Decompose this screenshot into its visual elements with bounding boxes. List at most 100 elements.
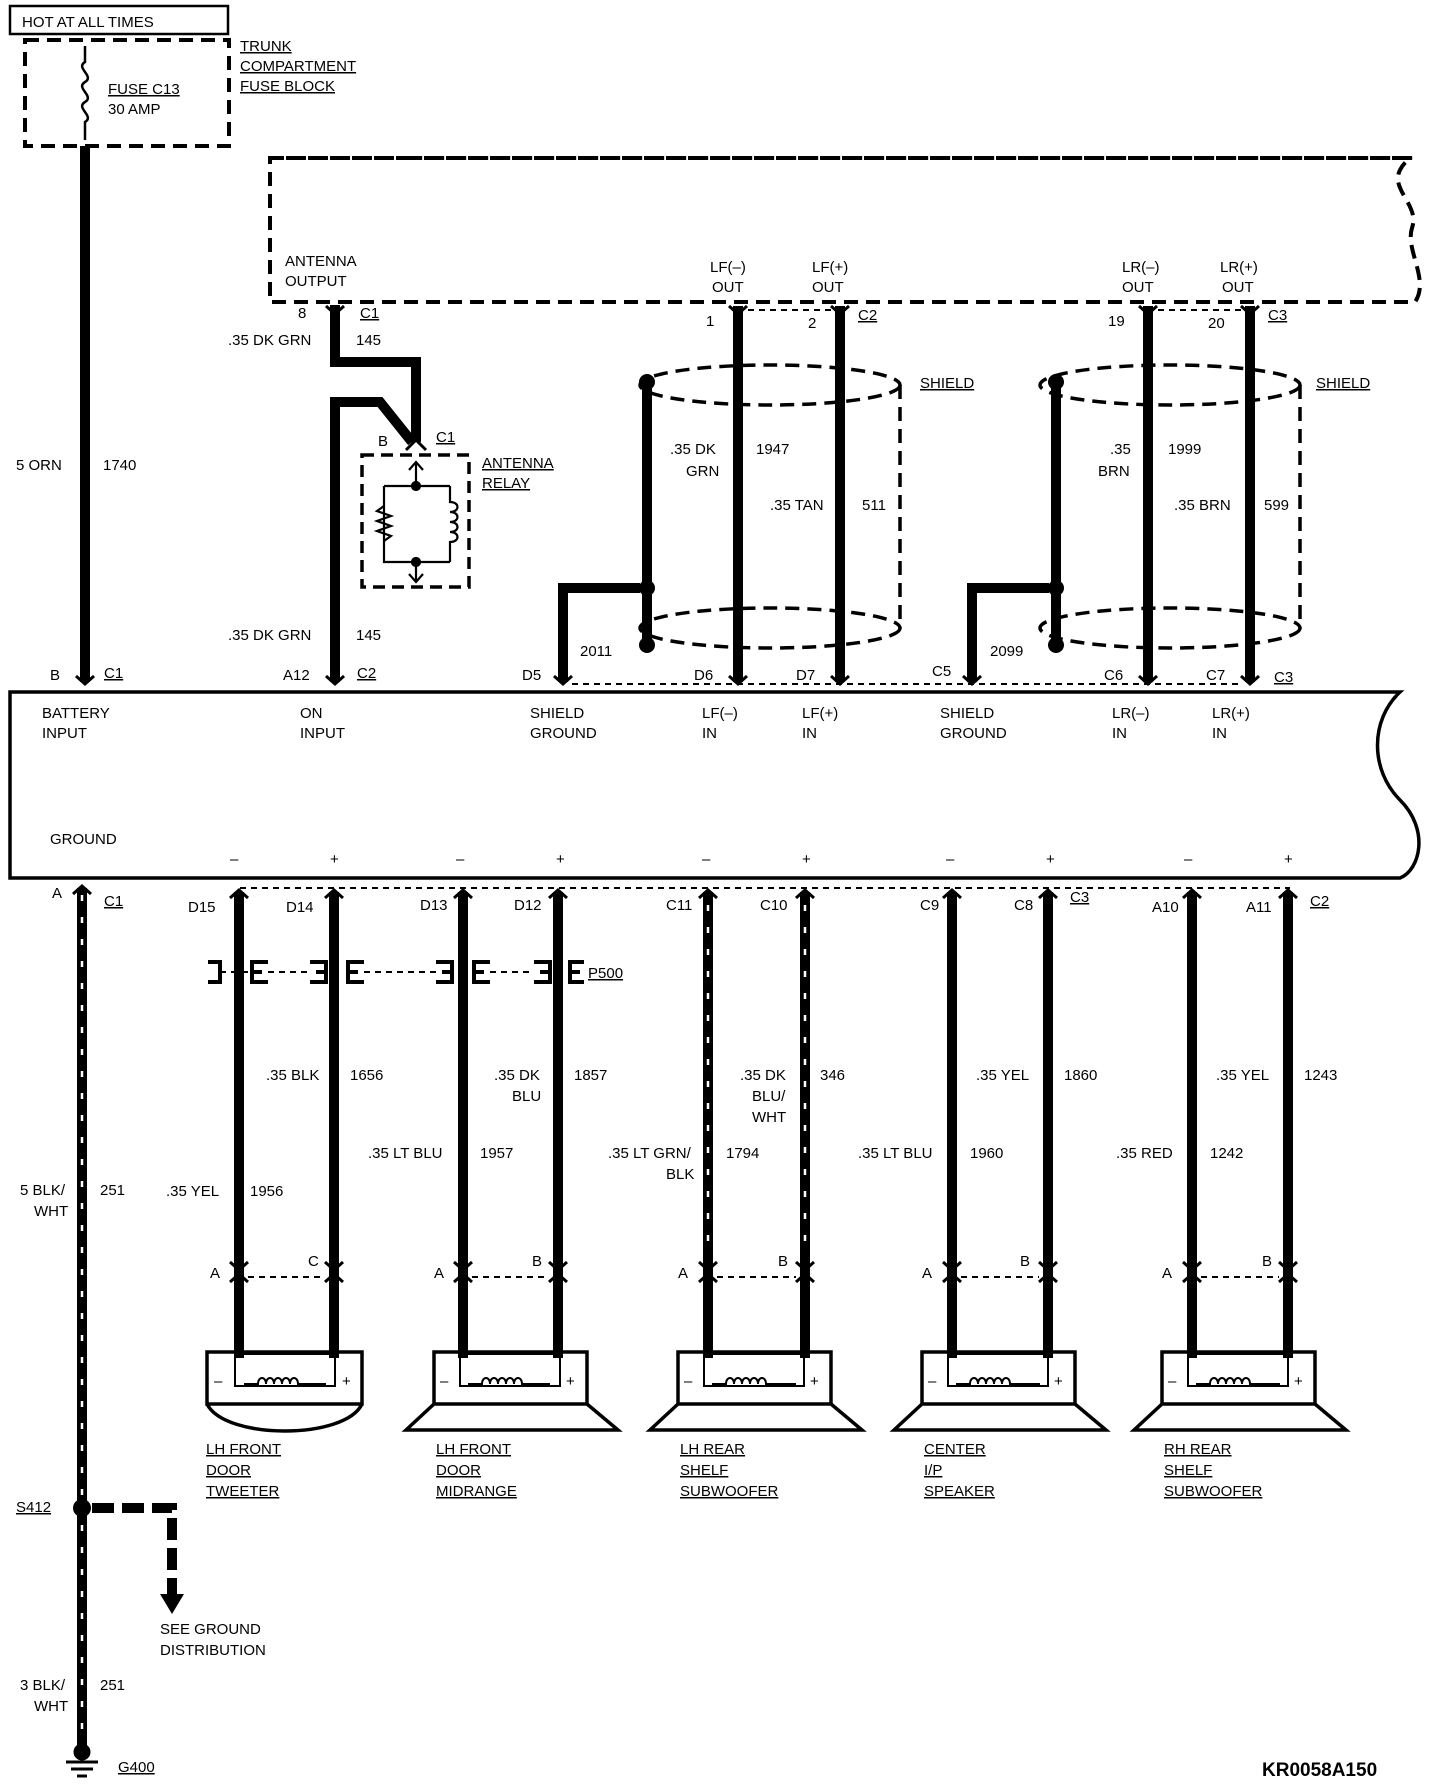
center-minus: – bbox=[928, 1373, 937, 1390]
amp-lr-pos-in-2: IN bbox=[1212, 725, 1227, 742]
lf-pos-conn-top bbox=[830, 304, 850, 317]
antenna-top-gauge: .35 DK GRN bbox=[228, 332, 311, 349]
shield-right-top-dot bbox=[1048, 374, 1064, 390]
tweeter-name-3: TWEETER bbox=[206, 1483, 279, 1500]
see-ground-1: SEE GROUND bbox=[160, 1621, 261, 1638]
lr-pos-conn-top bbox=[1240, 304, 1260, 317]
center-pos-circuit: 1860 bbox=[1064, 1067, 1097, 1084]
shield-right-pin-c6: C6 bbox=[1104, 667, 1123, 684]
amp-polarity-plus-3: + bbox=[802, 851, 811, 868]
amp-ground-label: GROUND bbox=[50, 831, 117, 848]
speaker-coils bbox=[244, 1377, 1280, 1385]
tweeter-minus: – bbox=[214, 1373, 223, 1390]
lf-pos-out-2: OUT bbox=[812, 279, 844, 296]
center-name-1: CENTER bbox=[924, 1441, 986, 1458]
battery-wire-conn: C1 bbox=[104, 665, 123, 682]
shield-left-pin-d6: D6 bbox=[694, 667, 713, 684]
antenna-relay-label-2: RELAY bbox=[482, 475, 530, 492]
shield-right-label: SHIELD bbox=[1316, 375, 1370, 392]
pin-d13: D13 bbox=[420, 897, 448, 914]
pin-conn-c3: C3 bbox=[1070, 889, 1089, 906]
rh-sub-plus: + bbox=[1294, 1373, 1303, 1390]
lr-neg-out-1: LR(–) bbox=[1122, 259, 1160, 276]
tweeter-plus: + bbox=[342, 1373, 351, 1390]
shield-right-conn: C3 bbox=[1274, 669, 1293, 686]
rh-sub-pos-gauge: .35 YEL bbox=[1216, 1067, 1269, 1084]
lf-conn: C2 bbox=[858, 307, 877, 324]
center-pin-b: B bbox=[1020, 1253, 1030, 1270]
shield-left-w1-gauge-2: GRN bbox=[686, 463, 719, 480]
amp-polarity-minus-2: – bbox=[456, 851, 465, 868]
lh-sub-name-1: LH REAR bbox=[680, 1441, 745, 1458]
lf-neg-out-1: LF(–) bbox=[710, 259, 746, 276]
antenna-relay-label-1: ANTENNA bbox=[482, 455, 554, 472]
ground-point-label: G400 bbox=[118, 1759, 155, 1776]
battery-wire-pin: B bbox=[50, 667, 60, 684]
shield-right-drain-circuit: 2099 bbox=[990, 643, 1023, 660]
rh-sub-pin-a: A bbox=[1162, 1265, 1172, 1282]
ground-gauge-1: 5 BLK/ bbox=[20, 1182, 66, 1199]
shield-left-w2-gauge: .35 TAN bbox=[770, 497, 824, 514]
rh-sub-name-3: SUBWOOFER bbox=[1164, 1483, 1263, 1500]
lh-sub-name-3: SUBWOOFER bbox=[680, 1483, 779, 1500]
antenna-relay-pin: B bbox=[378, 433, 388, 450]
amp-polarity-minus-4: – bbox=[946, 851, 955, 868]
hot-at-all-times-label: HOT AT ALL TIMES bbox=[22, 14, 154, 31]
center-neg-circuit: 1960 bbox=[970, 1145, 1003, 1162]
center-pos-gauge: .35 YEL bbox=[976, 1067, 1029, 1084]
fuse-block-box bbox=[23, 38, 231, 148]
antenna-wire-top bbox=[330, 305, 421, 442]
shield-right-w1-gauge-2: BRN bbox=[1098, 463, 1130, 480]
shield-left-ground-wire bbox=[558, 583, 640, 682]
tweeter-pin-a: A bbox=[210, 1265, 220, 1282]
radio-outline bbox=[268, 156, 1422, 304]
lr-neg-conn-top bbox=[1138, 304, 1158, 317]
amplifier-outline bbox=[8, 690, 1421, 880]
antenna-bottom-gauge: .35 DK GRN bbox=[228, 627, 311, 644]
rh-sub-pos-circuit: 1243 bbox=[1304, 1067, 1337, 1084]
fuse-block-label-1: TRUNK bbox=[240, 38, 292, 55]
shield-right-w2-gauge: .35 BRN bbox=[1174, 497, 1231, 514]
lf-pos-pin: 2 bbox=[808, 315, 816, 332]
rh-sub-name-2: SHELF bbox=[1164, 1462, 1212, 1479]
antenna-bottom-conn: C2 bbox=[357, 665, 376, 682]
shield-right-w1-gauge-1: .35 bbox=[1110, 441, 1131, 458]
center-neg-gauge: .35 LT BLU bbox=[858, 1145, 933, 1162]
ground-conn: C1 bbox=[104, 893, 123, 910]
tweeter-name-2: DOOR bbox=[206, 1462, 251, 1479]
p500-connector bbox=[208, 960, 584, 984]
lf-neg-pin: 1 bbox=[706, 313, 714, 330]
p500-label: P500 bbox=[588, 965, 623, 982]
shield-left-label: SHIELD bbox=[920, 375, 974, 392]
center-plus: + bbox=[1054, 1373, 1063, 1390]
shield-right-bottom-dot bbox=[1048, 637, 1064, 653]
fuse-c13-symbol bbox=[80, 46, 90, 140]
fuse-block-label-2: COMPARTMENT bbox=[240, 58, 356, 75]
amp-shield-ground-1a: SHIELD bbox=[530, 705, 584, 722]
lf-neg-conn-top bbox=[728, 304, 748, 317]
shield-right-bottom bbox=[1038, 606, 1302, 650]
midrange-name-2: DOOR bbox=[436, 1462, 481, 1479]
speaker-connectors bbox=[229, 1260, 1298, 1284]
pin-c8: C8 bbox=[1014, 897, 1033, 914]
tweeter-pin-c: C bbox=[308, 1253, 319, 1270]
lh-sub-neg-gauge-2: BLK bbox=[666, 1166, 694, 1183]
lh-front-door-midrange-speaker-icon bbox=[401, 1350, 623, 1432]
pin-a10: A10 bbox=[1152, 899, 1179, 916]
tweeter-pos-circuit: 1656 bbox=[350, 1067, 383, 1084]
ground-circuit: 251 bbox=[100, 1182, 125, 1199]
battery-wire-gauge: 5 ORN bbox=[16, 457, 62, 474]
shield-left-top bbox=[638, 363, 902, 407]
shield-left-w1-circuit: 1947 bbox=[756, 441, 789, 458]
shield-left-w2-circuit: 511 bbox=[862, 497, 886, 514]
amp-shield-ground-2b: GROUND bbox=[940, 725, 1007, 742]
midrange-pos-gauge-1: .35 DK bbox=[494, 1067, 540, 1084]
ground-pin: A bbox=[52, 885, 62, 902]
amp-polarity-plus-1: + bbox=[330, 851, 339, 868]
pin-d14: D14 bbox=[286, 899, 314, 916]
ground-gauge2-2: WHT bbox=[34, 1698, 68, 1715]
amp-polarity-minus-1: – bbox=[230, 851, 239, 868]
amp-shield-ground-1b: GROUND bbox=[530, 725, 597, 742]
pin-c9: C9 bbox=[920, 897, 939, 914]
